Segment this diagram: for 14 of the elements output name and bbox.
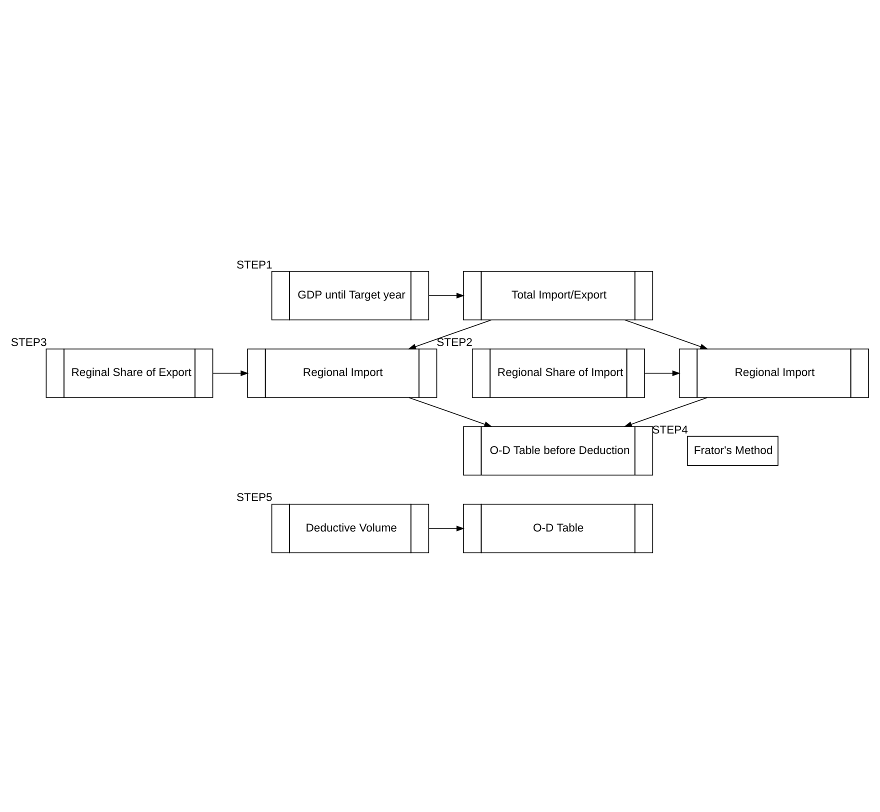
node-label: STEP2 — [436, 336, 472, 349]
arrow — [644, 370, 680, 376]
arrow — [624, 320, 708, 350]
node-label: STEP5 — [236, 492, 272, 504]
arrow — [408, 320, 492, 350]
arrow — [624, 397, 708, 427]
arrow — [408, 397, 492, 427]
arrow — [212, 370, 249, 376]
node-label: STEP4 — [652, 424, 688, 436]
node-label: STEP1 — [236, 259, 272, 272]
arrow — [428, 526, 465, 532]
node-label: STEP3 — [10, 336, 47, 349]
arrow — [428, 292, 465, 298]
node-box: Frator's Method — [687, 436, 778, 466]
